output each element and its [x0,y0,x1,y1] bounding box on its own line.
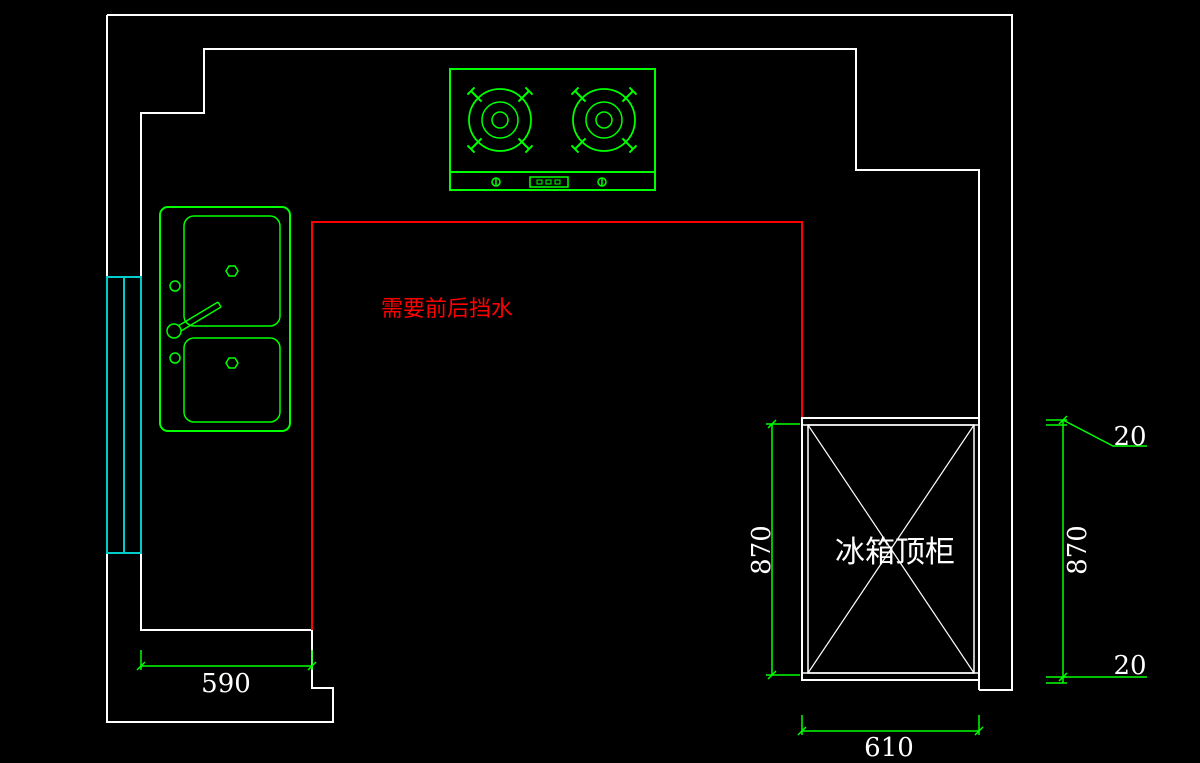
fridge-label: 冰箱顶柜 [835,535,955,570]
dim-label-870-right: 870 [1063,525,1093,575]
window [106,276,142,554]
dim-label-870-left: 870 [747,525,777,575]
gas-stove [449,68,656,191]
drain-top-icon [225,265,239,277]
tap-hole-top-icon [169,280,181,292]
control-panel-icon [529,176,569,188]
dimension-fridge-height-right: 870 20 20 [1046,415,1147,684]
dimension-fridge-width: 610 [797,715,984,763]
burner-left [466,86,534,154]
waterproof-note: 需要前后挡水 [381,297,513,322]
knob-left-icon [491,177,501,187]
tap-hole-bottom-icon [169,352,181,364]
double-sink [159,206,291,432]
dim-label-610: 610 [864,733,914,763]
dim-label-590: 590 [201,669,251,699]
faucet-icon [166,301,222,339]
knob-right-icon [597,177,607,187]
dim-label-20-bottom: 20 [1113,651,1146,681]
fridge-top-cabinet: 冰箱顶柜 [801,417,980,681]
outer-wall [107,14,1013,691]
outer-wall-left [106,15,334,723]
inner-wall [140,48,980,690]
drain-bottom-icon [225,357,239,369]
dimension-fridge-height-left: 870 [747,419,800,680]
dim-label-20-top: 20 [1113,422,1146,452]
dimension-counter-width: 590 [136,650,317,699]
burner-right [570,86,638,154]
counter-front-edge [311,221,803,630]
